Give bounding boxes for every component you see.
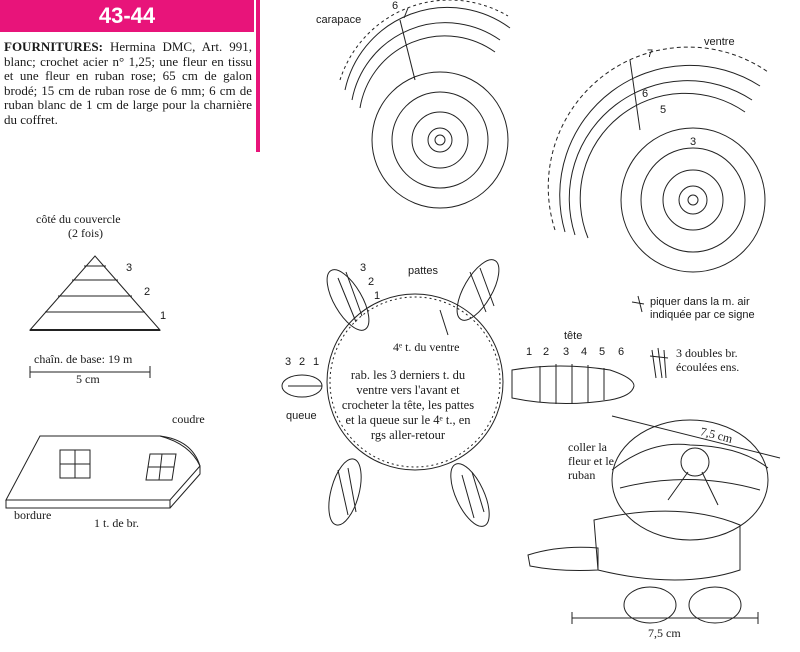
header-divider — [256, 0, 260, 152]
body-ring-stitches — [329, 296, 501, 468]
head-row-2: 2 — [543, 346, 550, 358]
head-chart — [511, 364, 635, 405]
head-row-1: 1 — [526, 346, 533, 358]
bottom-dimension-label: 7,5 cm — [648, 626, 681, 640]
ventre-row-6-mark: 6 — [642, 88, 649, 100]
tete-label: tête — [564, 330, 583, 342]
fourth-round-label: 4ᵉ t. du ventre — [393, 340, 460, 354]
carapace-chart — [339, 0, 511, 209]
chain-base-label: chaîn. de base: 19 m — [34, 352, 133, 366]
tail-row-3: 3 — [285, 356, 292, 368]
pattes-row-1: 1 — [374, 290, 381, 302]
head-row-3: 3 — [563, 346, 570, 358]
bordure-label: bordure — [14, 508, 52, 522]
ventre-chart — [547, 46, 769, 273]
ventre-row-5-mark: 5 — [660, 104, 667, 116]
leg-top-left — [326, 269, 370, 331]
queue-label: queue — [286, 410, 317, 422]
box-sketch — [5, 435, 201, 509]
lid-row-3: 3 — [126, 262, 133, 274]
lid-row-2: 2 — [144, 286, 151, 298]
carapace-row-mark: 6 — [392, 0, 399, 12]
coudre-label: coudre — [172, 412, 205, 426]
legend-piquer-text: piquer dans la m. air indiquée par ce si… — [650, 296, 755, 321]
lid-side-title: côté du couvercle — [36, 212, 121, 226]
tail-chart — [281, 374, 323, 398]
supplies-paragraph: FOURNITURES: Hermina DMC, Art. 991, blan… — [4, 39, 252, 128]
tail-row-2: 2 — [299, 356, 306, 368]
pattes-label: pattes — [408, 265, 438, 277]
legend-doubles-icon — [649, 347, 669, 379]
carapace-label: carapace — [316, 14, 362, 26]
supplies-label: FOURNITURES: — [4, 39, 103, 54]
lid-side-sub: (2 fois) — [68, 226, 103, 240]
leg-bottom-right — [450, 463, 490, 527]
one-round-label: 1 t. de br. — [94, 516, 139, 530]
leg-bottom-left — [328, 458, 362, 526]
body-ring — [326, 293, 504, 471]
lid-row-1: 1 — [160, 310, 167, 322]
supplies-text: Hermina DMC, Art. 991, blanc; crochet ac… — [4, 39, 252, 127]
pattes-row-3: 3 — [360, 262, 367, 274]
head-row-5: 5 — [599, 346, 606, 358]
tail-row-1: 1 — [313, 356, 320, 368]
finished-turtle — [527, 415, 781, 624]
ventre-row-mark: 7 — [647, 48, 654, 60]
page-number-badge: 43-44 — [0, 0, 254, 32]
head-row-6: 6 — [618, 346, 625, 358]
assembly-instructions: rab. les 3 derniers t. du ventre vers l'… — [341, 368, 475, 442]
ventre-row-3-mark: 3 — [690, 136, 697, 148]
legend-doubles-text: 3 doubles br. écoulées ens. — [676, 346, 740, 374]
ventre-label: ventre — [704, 36, 735, 48]
leg-top-right — [456, 259, 500, 321]
legend-piquer-icon — [631, 295, 645, 313]
head-row-4: 4 — [581, 346, 588, 358]
fourth-round-pointer — [439, 309, 449, 336]
glue-flower-label: coller la fleur et le ruban — [568, 440, 614, 482]
pattes-row-2: 2 — [368, 276, 375, 288]
lid-side-chart — [28, 255, 162, 378]
lid-width-label: 5 cm — [76, 372, 100, 386]
